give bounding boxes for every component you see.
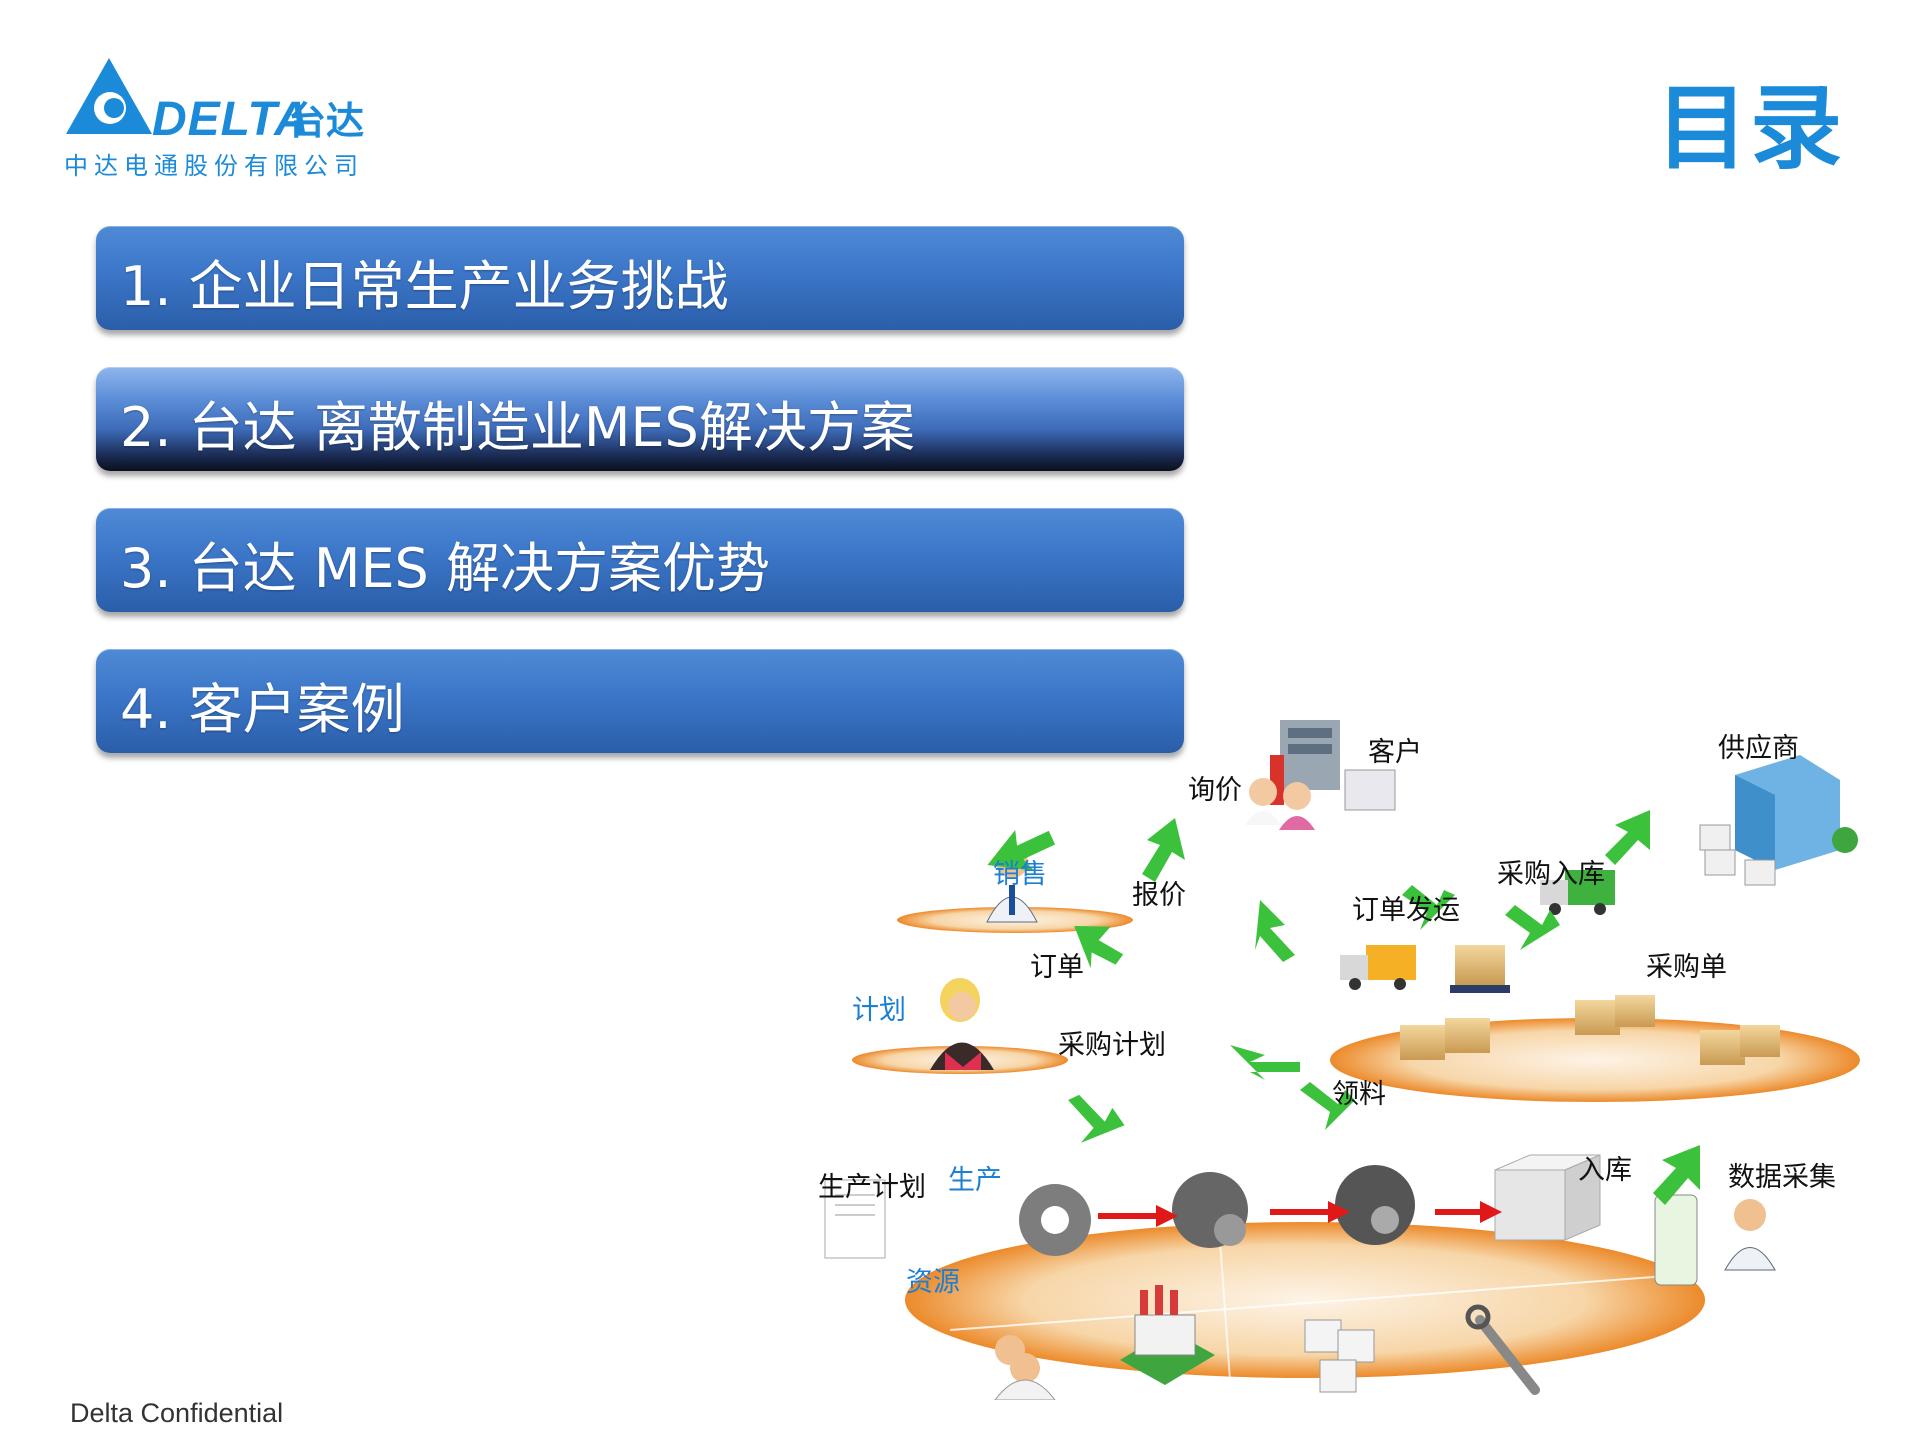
label-purchase-order: 采购单 [1646,952,1727,983]
label-picking: 领料 [1332,1079,1386,1110]
label-warehouse-in: 入库 [1578,1155,1632,1186]
customer-building-icon [1245,720,1396,830]
production-platform [905,1222,1705,1378]
gear-icon-2 [1172,1172,1248,1248]
red-arrows [1098,1201,1502,1227]
toc-menu: 1. 企业日常生产业务挑战 2. 台达 离散制造业MES解决方案 3. 台达 M… [96,226,1184,790]
wrench-icon [1465,1304,1540,1395]
label-purchase-plan: 采购计划 [1058,1030,1166,1061]
planner-person-icon [930,978,994,1070]
flow-graphics [824,720,1860,1401]
toc-item-2[interactable]: 2. 台达 离散制造业MES解决方案 [96,367,1184,471]
truck-icon-1 [1340,945,1416,990]
supplier-building-icon [1699,755,1858,886]
label-production-plan: 生产计划 [818,1172,926,1203]
label-inquiry: 询价 [1188,775,1242,806]
label-purchase-in: 采购入库 [1497,859,1605,890]
label-quote: 报价 [1132,880,1186,911]
toc-item-label: 1. 企业日常生产业务挑战 [120,255,729,318]
green-arrows [987,810,1700,1205]
label-customer: 客户 [1368,737,1422,768]
label-production: 生产 [948,1165,1002,1196]
label-sales: 销售 [993,859,1047,890]
toc-item-label: 3. 台达 MES 解决方案优势 [120,537,771,600]
business-flow-diagram: 客户 询价 供应商 销售 报价 采购入库 订单发运 订单 采购单 计划 采购计划… [800,700,1900,1401]
toc-item-3[interactable]: 3. 台达 MES 解决方案优势 [96,508,1184,612]
fedex-boxes-icon [1304,1319,1375,1393]
gear-icon-3 [1335,1165,1415,1245]
brand-name-cn: 台达 [288,99,365,143]
finished-box-icon [1494,1154,1601,1241]
delta-logo: DELTA 台达 中达电通股份有限公司 [64,56,384,186]
label-order: 订单 [1030,952,1084,983]
gear-icon-1 [1019,1184,1091,1256]
data-collector-icon [1654,1194,1776,1286]
document-icon [824,1179,886,1259]
brand-name: DELTA [152,93,310,146]
label-data-collection: 数据采集 [1728,1162,1836,1193]
label-supplier: 供应商 [1718,733,1799,764]
toc-item-1[interactable]: 1. 企业日常生产业务挑战 [96,226,1184,330]
label-plan: 计划 [852,995,906,1026]
company-name: 中达电通股份有限公司 [64,152,364,180]
cargo-boxes-icon [1400,945,1780,1065]
truck-icon-2 [1540,870,1615,915]
page-title: 目录 [1655,75,1844,182]
toc-item-label: 2. 台达 离散制造业MES解决方案 [120,396,915,459]
delta-triangle-icon [66,58,152,134]
toc-item-label: 4. 客户案例 [120,678,405,741]
resource-people-icon [993,1335,1057,1401]
toc-item-4[interactable]: 4. 客户案例 [96,649,1184,753]
factory-icon [1120,1285,1215,1385]
footer-confidential: Delta Confidential [70,1398,284,1428]
label-order-ship: 订单发运 [1352,895,1460,926]
label-resources: 资源 [906,1267,960,1298]
